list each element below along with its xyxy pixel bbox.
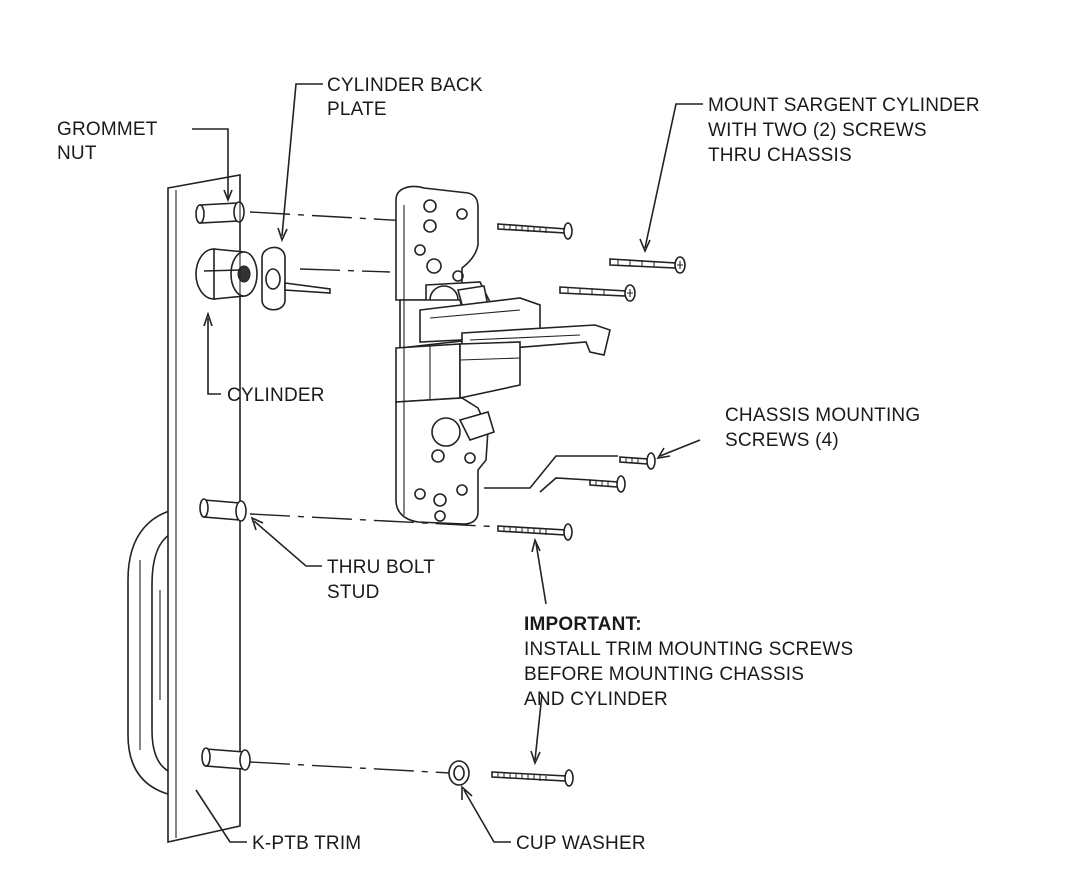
cylinder-back-plate — [261, 246, 331, 311]
cylinder-part — [195, 248, 258, 300]
mount-sargent-line-2: WITH TWO (2) SCREWS — [708, 120, 927, 141]
mount-sargent-line-1: MOUNT SARGENT CYLINDER — [708, 95, 980, 116]
cup-washer-part — [448, 760, 470, 786]
grommet-nut — [195, 201, 245, 224]
chassis-screws-line-1: CHASSIS MOUNTING — [725, 405, 920, 426]
important-line-2: BEFORE MOUNTING CHASSIS — [524, 664, 804, 685]
important-line-1: INSTALL TRIM MOUNTING SCREWS — [524, 639, 853, 660]
label-important: IMPORTANT: INSTALL TRIM MOUNTING SCREWS … — [524, 614, 853, 710]
label-cylinder: CYLINDER — [227, 385, 325, 406]
chassis-screws-line-2: SCREWS (4) — [725, 430, 839, 451]
thru-bolt-stud-lower — [201, 747, 251, 771]
thru-bolt-stud-line-1: THRU BOLT — [327, 557, 435, 578]
label-mount-sargent: MOUNT SARGENT CYLINDER WITH TWO (2) SCRE… — [708, 95, 980, 166]
grommet-nut-line-2: NUT — [57, 143, 97, 164]
cup-washer-label: CUP WASHER — [516, 833, 646, 854]
k-ptb-trim-label: K-PTB TRIM — [252, 833, 361, 854]
important-line-3: AND CYLINDER — [524, 689, 668, 710]
leader-lines — [192, 83, 703, 843]
sargent-cylinder-screw-1 — [609, 256, 686, 274]
grommet-nut-line-1: GROMMET — [57, 119, 158, 140]
label-thru-bolt-stud: THRU BOLT STUD — [327, 557, 435, 603]
chassis-mounting-screw-2 — [589, 475, 626, 493]
trim-mounting-screw-middle — [497, 523, 573, 541]
cylinder-label: CYLINDER — [227, 385, 325, 406]
cylinder-back-plate-line-1: CYLINDER BACK — [327, 75, 483, 96]
label-cylinder-back-plate: CYLINDER BACK PLATE — [327, 75, 483, 120]
label-k-ptb-trim: K-PTB TRIM — [252, 833, 361, 854]
sargent-cylinder-screw-2 — [559, 284, 636, 302]
important-heading: IMPORTANT: — [524, 614, 642, 635]
cylinder-back-plate-line-2: PLATE — [327, 99, 387, 120]
label-grommet-nut: GROMMET NUT — [57, 119, 158, 164]
label-chassis-mounting-screws: CHASSIS MOUNTING SCREWS (4) — [725, 405, 920, 451]
trim-mounting-screw-top — [497, 222, 573, 240]
thru-bolt-stud-line-2: STUD — [327, 582, 380, 603]
thru-bolt-stud-upper — [199, 498, 247, 522]
chassis — [395, 185, 611, 525]
trim-mounting-screw-bottom — [491, 769, 574, 787]
chassis-mounting-screw-1 — [619, 452, 656, 470]
label-cup-washer: CUP WASHER — [516, 833, 646, 854]
mount-sargent-line-3: THRU CHASSIS — [708, 145, 852, 166]
